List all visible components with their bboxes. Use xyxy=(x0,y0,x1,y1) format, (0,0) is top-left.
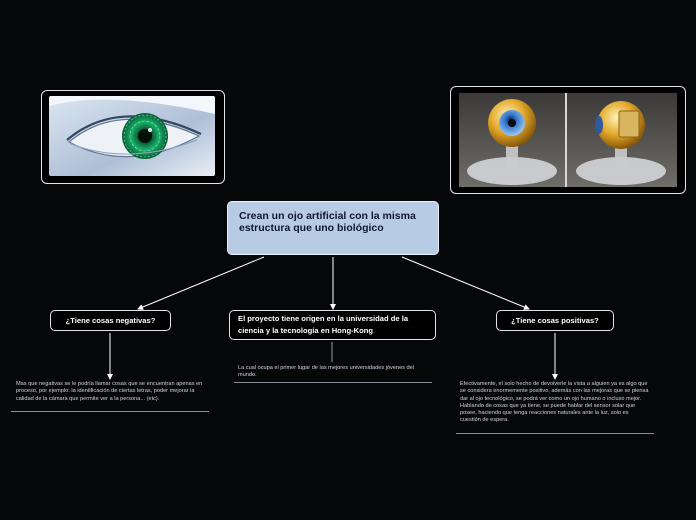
note-positive-aspects[interactable]: Efectivamente, el solo hecho de devolver… xyxy=(460,381,650,425)
note-negative-aspects-text: Mas que negativas se le podría llamar co… xyxy=(16,381,203,402)
eye-closeup-image-frame xyxy=(41,90,225,184)
note-project-origin[interactable]: La cual ocupa el primer lugar de las mej… xyxy=(238,365,428,380)
artificial-eye-photo-frame xyxy=(450,86,686,194)
topic-negative-aspects-label: ¿Tiene cosas negativas? xyxy=(65,315,156,325)
topic-negative-aspects[interactable]: ¿Tiene cosas negativas? xyxy=(50,310,171,331)
topic-project-origin-label: El proyecto tiene origen en la universid… xyxy=(238,314,409,335)
central-topic-text: Crean un ojo artificial con la misma est… xyxy=(239,210,416,234)
topic-project-origin[interactable]: El proyecto tiene origen en la universid… xyxy=(229,310,436,340)
topic-positive-aspects[interactable]: ¿Tiene cosas positivas? xyxy=(496,310,614,331)
digital-eye-image xyxy=(49,96,215,176)
connector-positive xyxy=(401,256,530,310)
note-negative-aspects[interactable]: Mas que negativas se le podría llamar co… xyxy=(16,381,204,403)
note-positive-underline xyxy=(456,433,654,434)
artificial-eye-prototype-image xyxy=(459,93,677,187)
central-topic[interactable]: Crean un ojo artificial con la misma est… xyxy=(227,201,439,255)
connector-negative xyxy=(137,256,265,310)
note-positive-aspects-text: Efectivamente, el solo hecho de devolver… xyxy=(460,381,649,424)
note-project-origin-text: La cual ocupa el primer lugar de las mej… xyxy=(238,365,414,379)
note-origin-underline xyxy=(234,382,432,383)
note-negative-underline xyxy=(11,411,209,412)
topic-positive-aspects-label: ¿Tiene cosas positivas? xyxy=(511,315,599,325)
